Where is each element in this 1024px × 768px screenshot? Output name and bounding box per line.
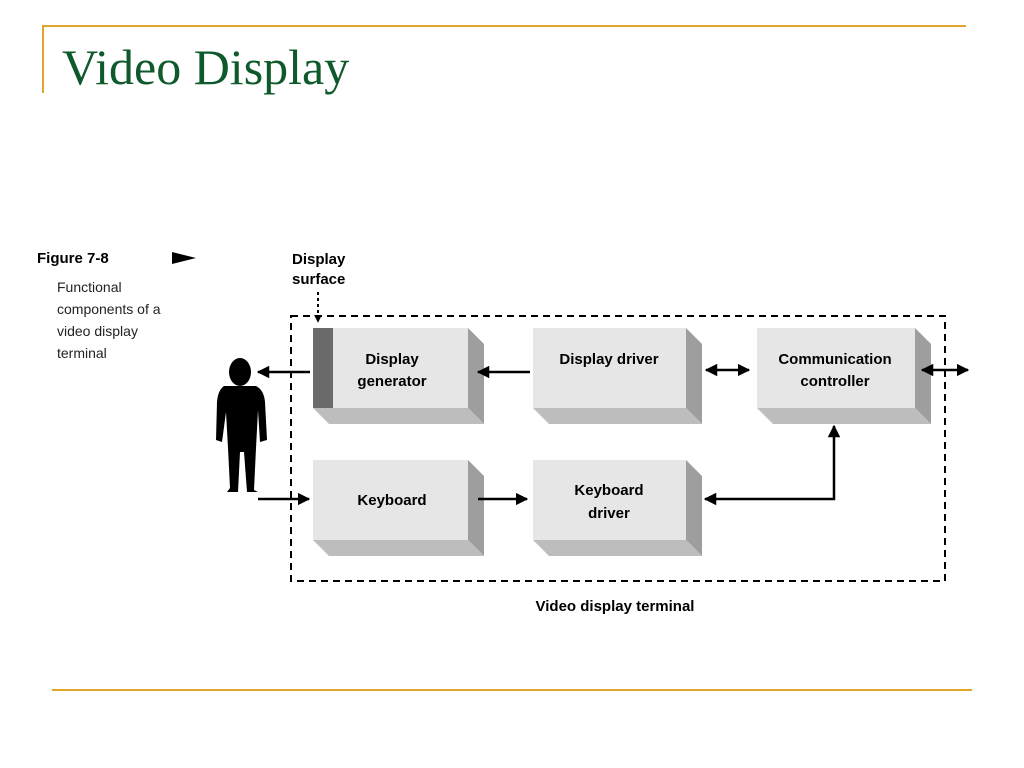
terminal-label: Video display terminal [536,598,695,615]
figure-caption: Figure 7-8 Functional components of a vi… [37,250,196,361]
top-rule [42,25,966,27]
keyboard-driver-block: Keyboard driver [533,460,702,556]
figure-caption-line: Functional [57,279,122,295]
figure-number: Figure 7-8 [37,250,109,267]
left-rule [42,25,44,93]
block-label: driver [588,505,630,522]
figure-caption-line: terminal [57,345,107,361]
communication-controller-block: Communication controller [757,328,931,424]
display-surface-label-line: surface [292,271,345,288]
display-generator-block: Display generator [313,328,484,424]
arrow-keyboard-driver-controller [703,424,841,506]
figure-caption-line: components of a [57,301,161,317]
block-label: controller [800,373,869,390]
bottom-rule [52,689,972,691]
person-silhouette-icon [216,358,267,492]
keyboard-block: Keyboard [313,460,484,556]
display-surface-strip [313,328,333,408]
display-driver-block: Display driver [533,328,702,424]
block-label: Display [365,351,419,368]
terminal-boundary [290,315,946,582]
figure-pointer-icon [172,252,196,264]
display-surface-label-line: Display [292,251,346,268]
block-label: Communication [778,351,891,368]
figure-caption-line: video display [57,323,138,339]
block-label: Keyboard [574,482,643,499]
slide-title: Video Display [62,39,350,95]
block-label: generator [357,373,426,390]
block-label: Display driver [559,351,658,368]
block-label: Keyboard [357,492,426,509]
